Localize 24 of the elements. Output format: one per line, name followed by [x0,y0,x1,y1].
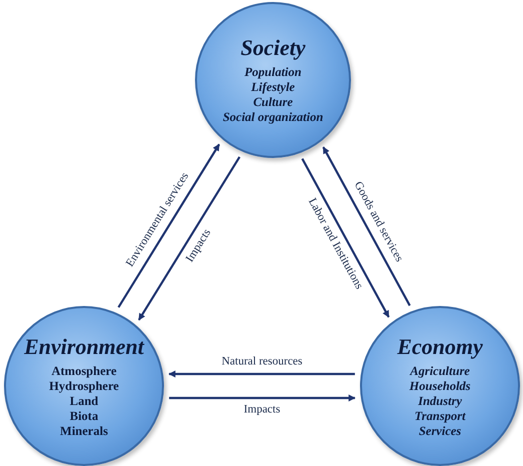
node-item: Lifestyle [251,80,295,95]
arrow [322,146,411,306]
edge-label: Impacts [242,404,282,416]
node-item: Biota [70,408,98,424]
node-item: Industry [418,394,462,408]
arrow [118,144,220,308]
node-title: Society [240,35,306,61]
node-item: Transport [414,408,466,424]
node-item: Culture [253,95,293,110]
node-item: Minerals [60,424,108,438]
node-title: Economy [397,334,483,360]
arrow [169,394,356,402]
node-item: Atmosphere [51,364,117,378]
node-title: Environment [24,334,144,360]
node-item: Services [418,424,462,438]
node-item: Land [70,394,98,408]
node-item: Population [244,65,302,80]
node-item: Social organization [222,110,324,125]
arrow [168,370,355,378]
arrow [301,158,390,318]
node-item: Agriculture [410,364,470,378]
arrow [138,156,240,320]
node-item: Hydrosphere [49,378,119,394]
node-item: Households [409,378,471,394]
